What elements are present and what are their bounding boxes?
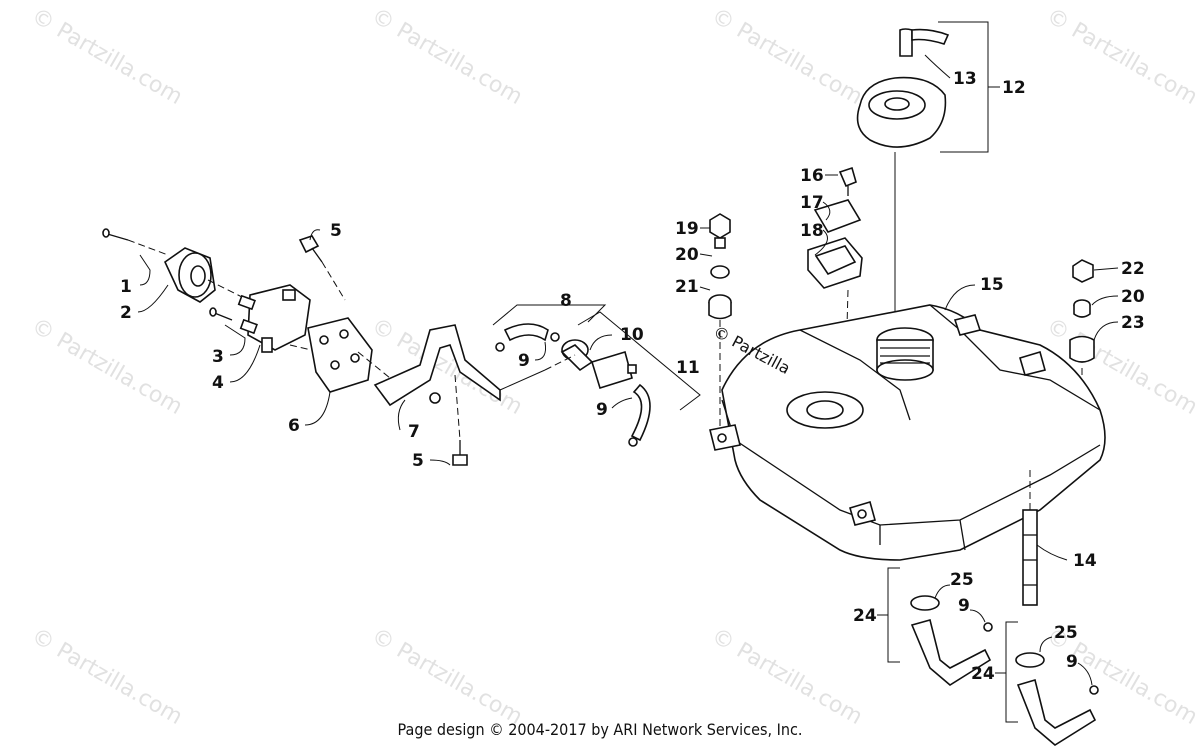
mount-grommets-right: [1069, 259, 1095, 395]
fuel-tank: [709, 304, 1106, 561]
callout-21: 21: [675, 277, 699, 297]
watermark: © Partzilla.com: [367, 4, 527, 111]
watermark: © Partzilla.com: [27, 314, 187, 421]
callout-7: 7: [408, 422, 420, 442]
fuel-filter-assembly: [495, 323, 651, 447]
watermark: © Partzilla.com: [707, 4, 867, 111]
fuel-valve-assembly: [102, 228, 501, 466]
screw-2: [102, 228, 129, 241]
callout-13: 13: [953, 69, 977, 89]
screw-4: [209, 307, 233, 321]
valve-body: [237, 284, 311, 353]
hose-assembly-upper: [877, 567, 993, 686]
callout-11: 11: [676, 358, 700, 378]
watermark: © Partzilla.com: [1042, 4, 1200, 111]
callout-23: 23: [1121, 313, 1145, 333]
valve-knob: [163, 247, 216, 303]
bolt-5-lower: [452, 440, 468, 466]
group-bracket-12: [938, 21, 1000, 153]
callout-5-upper: 5: [330, 221, 342, 241]
callout-9-d: 9: [1066, 652, 1078, 672]
callout-24-upper: 24: [853, 606, 877, 626]
callout-20-right: 20: [1121, 287, 1145, 307]
callout-12: 12: [1002, 78, 1026, 98]
watermark: © Partzilla.com: [27, 624, 187, 731]
callout-14: 14: [1073, 551, 1097, 571]
bolt-5-upper: [298, 235, 323, 263]
callout-24-lower: 24: [971, 664, 995, 684]
callout-2: 1: [120, 277, 132, 297]
mounting-plate: [307, 317, 373, 393]
callout-25-lower: 25: [1054, 623, 1078, 643]
callout-9-c: 9: [958, 596, 970, 616]
callout-25-upper: 25: [950, 570, 974, 590]
filter-bracket: [373, 324, 501, 407]
group-bracket-8: [492, 304, 607, 326]
callout-15: 15: [980, 275, 1004, 295]
callout-8: 8: [560, 291, 572, 311]
callout-17: 17: [800, 193, 824, 213]
callout-9-a: 9: [518, 351, 530, 371]
watermark: © Partzilla.com: [27, 4, 187, 111]
callout-16: 16: [800, 166, 824, 186]
group-bracket-11: [577, 311, 701, 411]
pickup-tube: [1022, 470, 1038, 606]
callout-9-b: 9: [596, 400, 608, 420]
leader-lines: [137, 54, 1119, 686]
callout-10: 10: [620, 325, 644, 345]
watermark: © Partzilla.com: [367, 624, 527, 731]
callout-19: 19: [675, 219, 699, 239]
footer-copyright: Page design © 2004-2017 by ARI Network S…: [397, 720, 803, 739]
mount-grommets-left: [708, 213, 732, 435]
callout-5-lower: 5: [412, 451, 424, 471]
callout-4: 3: [212, 347, 224, 367]
watermark: © Partzilla.com: [707, 624, 867, 731]
fuel-cap-assembly: [856, 28, 950, 330]
callouts: 1 2 3 4 5 5 6 7 8 9 9 9 9 10 11 12 13 14…: [120, 69, 1145, 684]
callout-1: 4: [212, 373, 224, 393]
callout-18: 18: [800, 221, 824, 241]
callout-6: 6: [288, 416, 300, 436]
callout-3: 2: [120, 303, 132, 323]
callout-22: 22: [1121, 259, 1145, 279]
callout-20-left: 20: [675, 245, 699, 265]
hose-assembly-lower: [995, 621, 1099, 746]
